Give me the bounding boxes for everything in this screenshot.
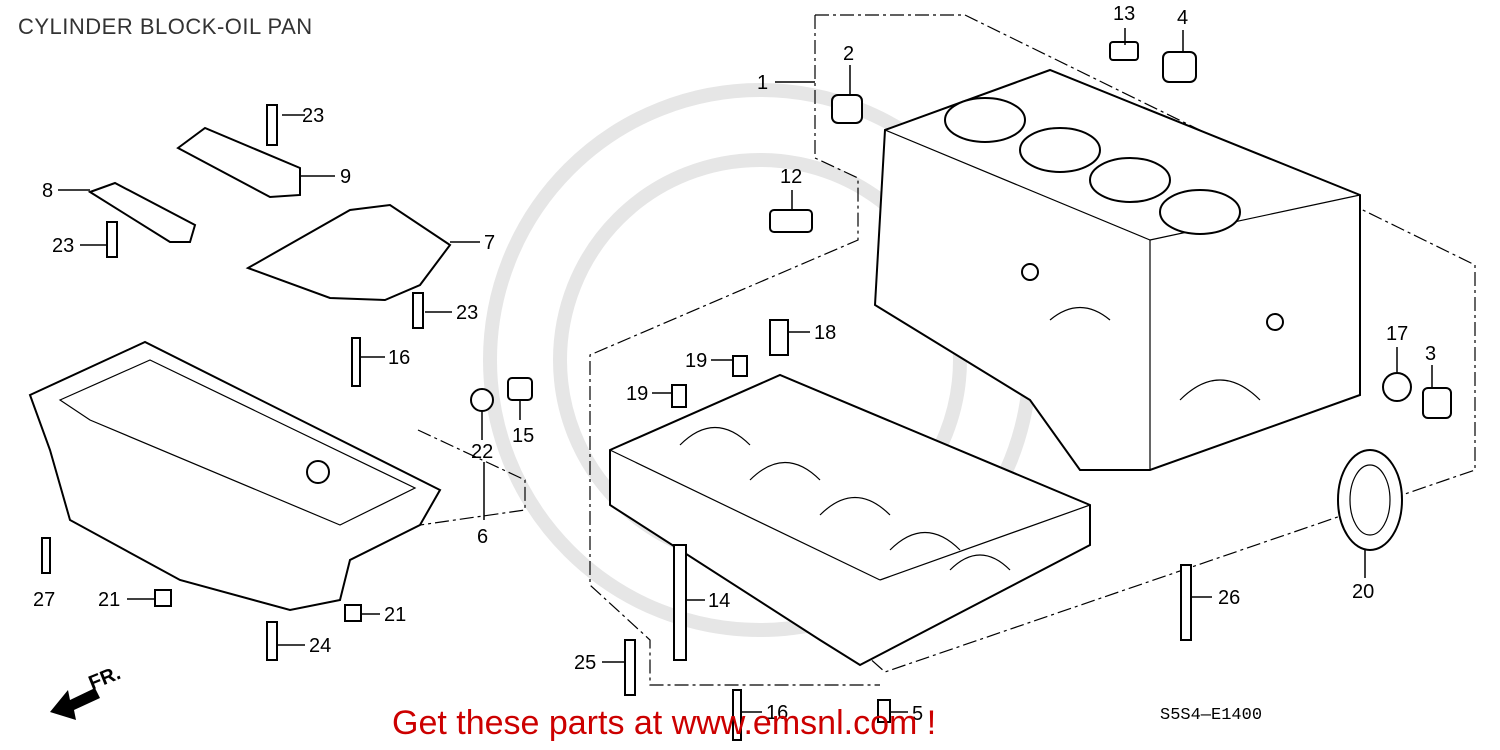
callout-12: 12 xyxy=(780,166,802,188)
callout-7: 7 xyxy=(484,232,495,254)
cylinder-block xyxy=(873,68,1361,471)
callout-24: 24 xyxy=(309,635,331,657)
fasteners-and-seals xyxy=(41,41,1452,741)
front-label: FR. xyxy=(86,662,124,694)
diagram-title: CYLINDER BLOCK-OIL PAN xyxy=(18,14,313,39)
callout-27: 27 xyxy=(33,589,55,611)
front-arrow-icon: FR. xyxy=(50,662,124,720)
callout-14: 14 xyxy=(708,590,730,612)
callout-19-lower: 19 xyxy=(626,383,648,405)
callout-6: 6 xyxy=(477,526,488,548)
lower-block xyxy=(609,373,1091,667)
callout-18: 18 xyxy=(814,322,836,344)
callout-22: 22 xyxy=(471,441,493,463)
callout-5: 5 xyxy=(912,703,923,725)
baffle-plates xyxy=(87,126,452,302)
diagram-code: S5S4—E1400 xyxy=(1160,706,1263,725)
callout-8: 8 xyxy=(42,180,53,202)
callout-26: 26 xyxy=(1218,587,1240,609)
callout-2: 2 xyxy=(843,43,854,65)
callout-19-upper: 19 xyxy=(685,350,707,372)
callout-23-left: 23 xyxy=(52,235,74,257)
callout-9: 9 xyxy=(340,166,351,188)
callout-numbers: 1 2 3 4 5 6 7 8 9 12 13 14 15 16 16 17 1… xyxy=(33,3,1436,725)
callout-20: 20 xyxy=(1352,581,1374,603)
assembly-frames xyxy=(417,14,1476,686)
callout-16-lower: 16 xyxy=(766,702,788,724)
callout-21-left: 21 xyxy=(98,589,120,611)
callout-23-right: 23 xyxy=(456,302,478,324)
callout-13: 13 xyxy=(1113,3,1135,25)
callout-17: 17 xyxy=(1386,323,1408,345)
oil-pan xyxy=(28,340,442,612)
callout-16-upper: 16 xyxy=(388,347,410,369)
callout-15: 15 xyxy=(512,425,534,447)
callout-21-right: 21 xyxy=(384,604,406,626)
leader-lines xyxy=(58,28,1433,713)
callout-3: 3 xyxy=(1425,343,1436,365)
callout-1: 1 xyxy=(757,72,768,94)
promo-link[interactable]: Get these parts at www.emsnl.com ! xyxy=(392,704,937,742)
callout-25: 25 xyxy=(574,652,596,674)
callout-4: 4 xyxy=(1177,7,1188,29)
callout-23-top: 23 xyxy=(302,105,324,127)
